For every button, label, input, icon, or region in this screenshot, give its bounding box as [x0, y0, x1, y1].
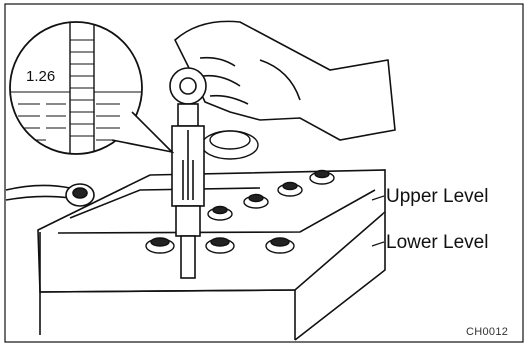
level-leaders: [371, 195, 385, 247]
hydrometer-reading-label: 1.26: [26, 68, 56, 85]
figure-code-label: CH0012: [466, 326, 509, 338]
reading-inset: [9, 21, 175, 155]
upper-level-label: Upper Level: [386, 186, 489, 207]
battery-terminal: [201, 130, 259, 160]
cell-caps: [145, 169, 335, 254]
figure-frame: [4, 3, 524, 343]
hydrometer: [169, 67, 207, 279]
battery-cable: [5, 183, 95, 207]
hand: [174, 20, 396, 141]
lower-level-label: Lower Level: [386, 232, 489, 253]
battery-case: [37, 169, 386, 341]
